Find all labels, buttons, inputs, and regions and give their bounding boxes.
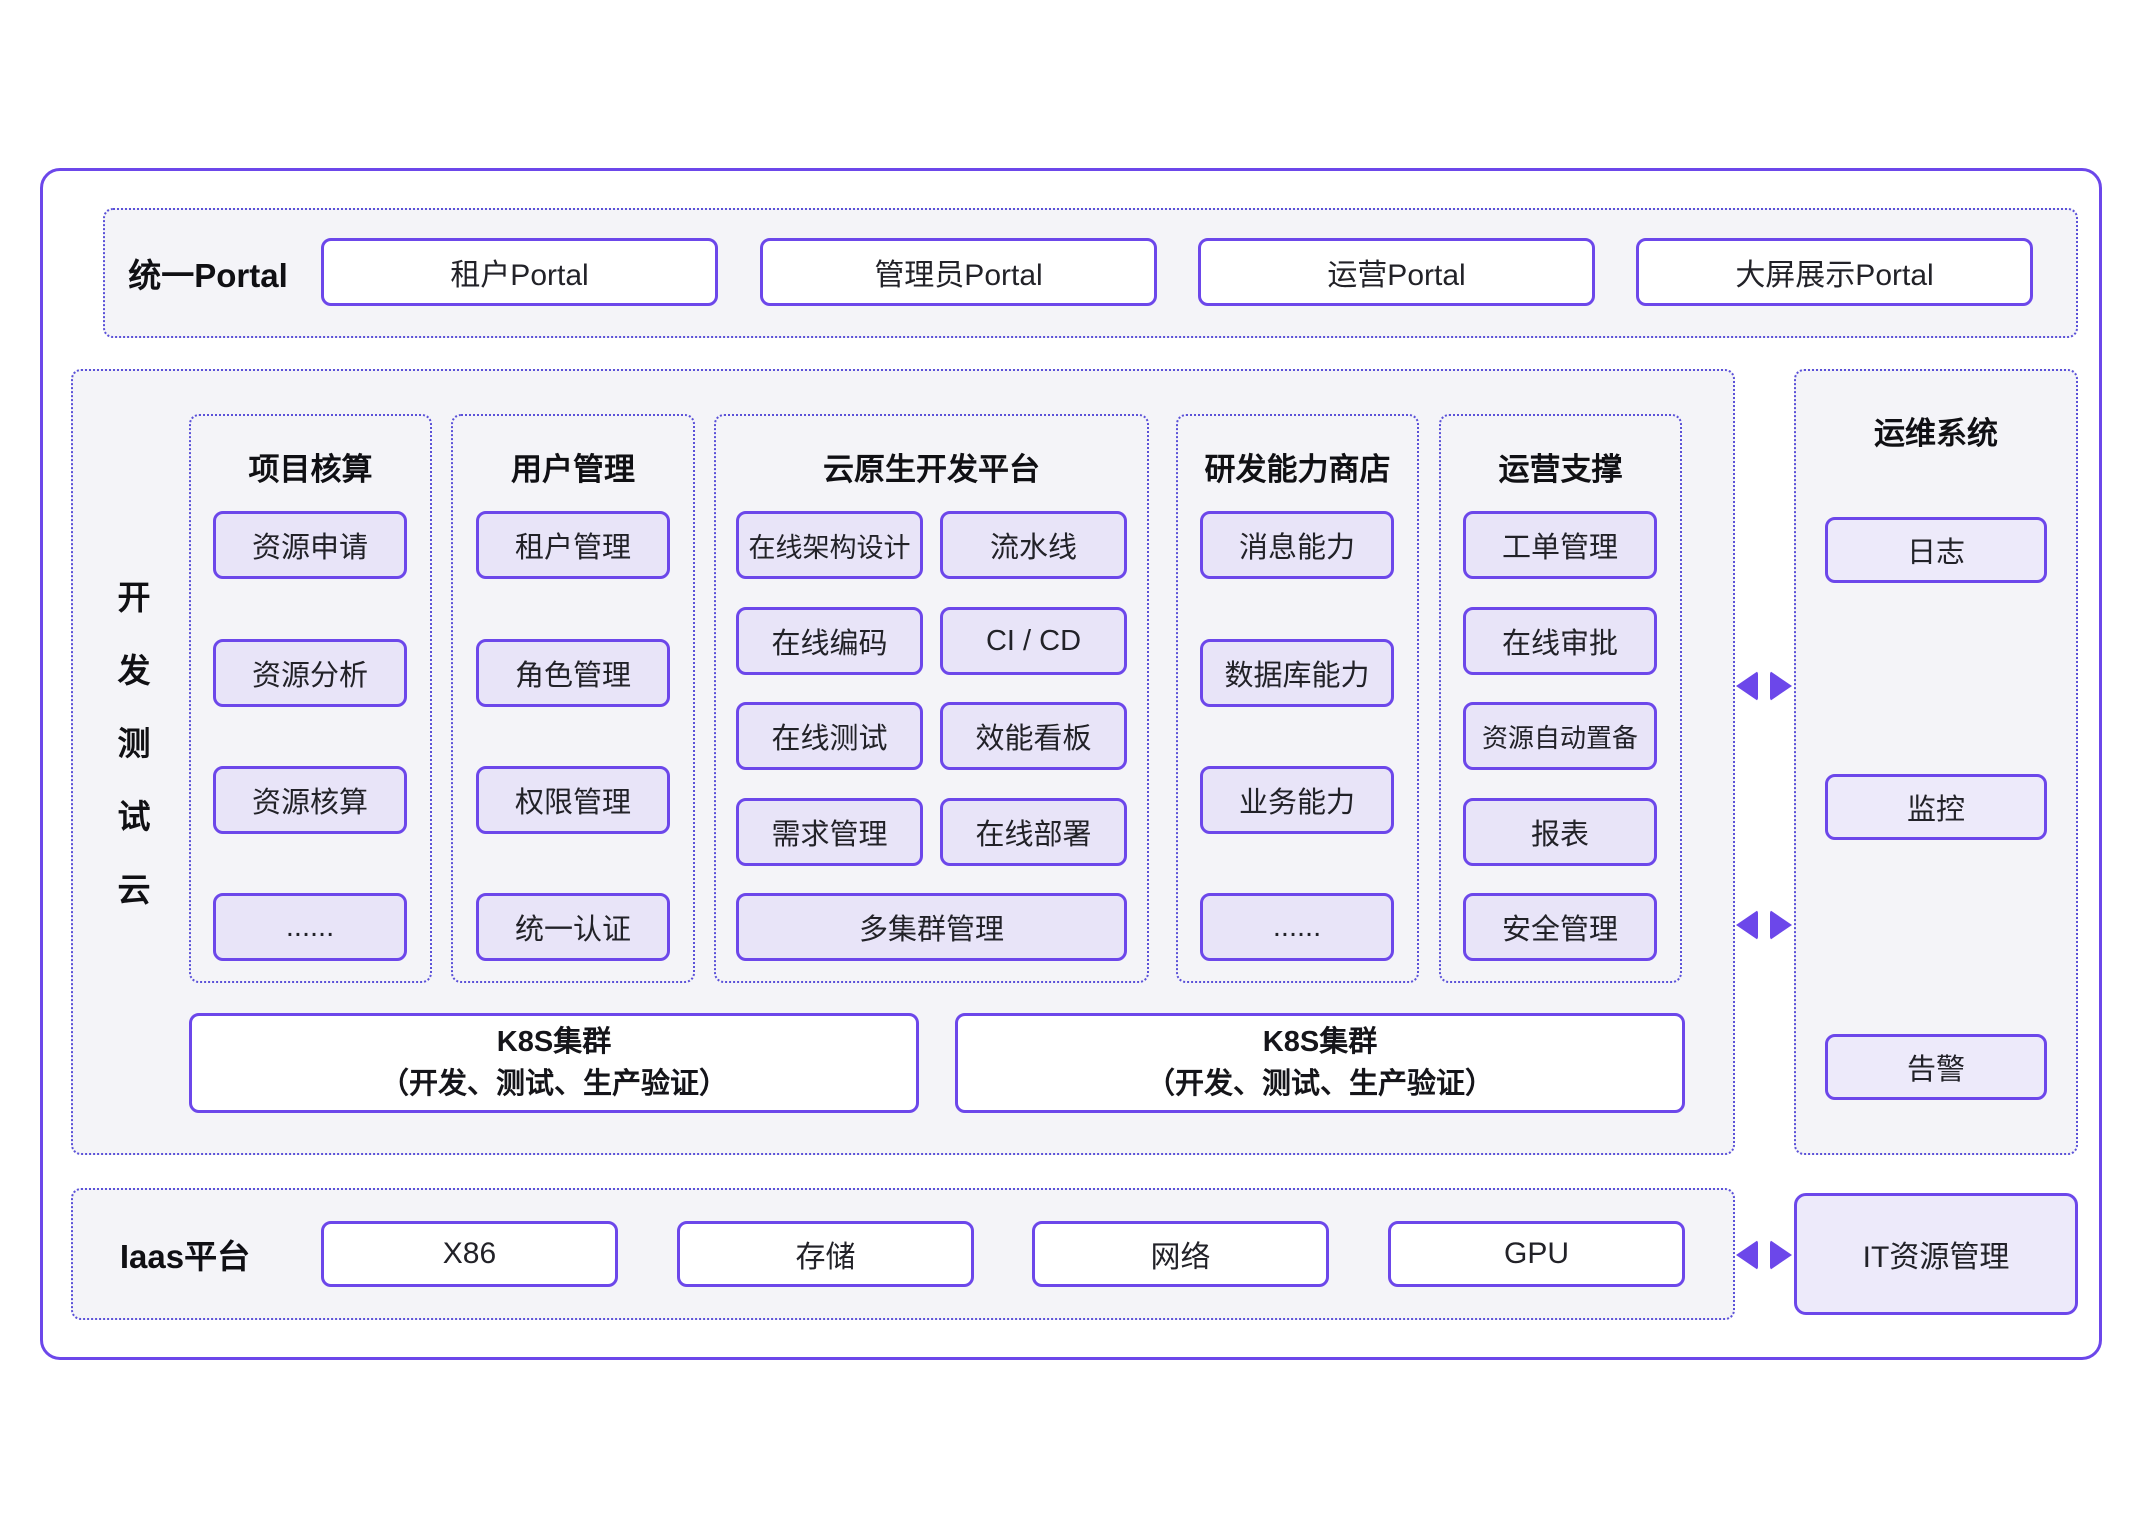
gpu-button[interactable]: GPU (1388, 1221, 1685, 1287)
network-button[interactable]: 网络 (1032, 1221, 1329, 1287)
tenant-portal-button[interactable]: 租户Portal (321, 238, 718, 306)
rd-store-more-chip[interactable]: ...... (1200, 893, 1394, 961)
efficiency-dashboard-chip[interactable]: 效能看板 (940, 702, 1127, 770)
resource-analysis-chip[interactable]: 资源分析 (213, 639, 407, 707)
arrow-right-icon (1770, 671, 1792, 701)
message-capability-chip[interactable]: 消息能力 (1200, 511, 1394, 579)
column-operation-support (1439, 414, 1682, 983)
online-approval-chip[interactable]: 在线审批 (1463, 607, 1657, 675)
storage-button[interactable]: 存储 (677, 1221, 974, 1287)
project-accounting-more-chip[interactable]: ...... (213, 893, 407, 961)
arrow-left-icon (1736, 910, 1758, 940)
column-project-accounting-title: 项目核算 (248, 452, 373, 487)
resource-accounting-chip[interactable]: 资源核算 (213, 766, 407, 834)
tenant-management-chip[interactable]: 租户管理 (476, 511, 670, 579)
report-chip[interactable]: 报表 (1463, 798, 1657, 866)
column-user-management-title: 用户管理 (511, 452, 635, 487)
database-capability-chip[interactable]: 数据库能力 (1200, 639, 1394, 707)
online-coding-chip[interactable]: 在线编码 (736, 607, 923, 675)
monitor-chip[interactable]: 监控 (1825, 774, 2047, 840)
column-operation-support-title: 运营支撑 (1498, 452, 1623, 487)
requirement-management-chip[interactable]: 需求管理 (736, 798, 923, 866)
resource-apply-chip[interactable]: 资源申请 (213, 511, 407, 579)
k8s-cluster-box-1: K8S集群 （开发、测试、生产验证） (189, 1013, 919, 1113)
pipeline-chip[interactable]: 流水线 (940, 511, 1127, 579)
x86-button[interactable]: X86 (321, 1221, 618, 1287)
column-rd-capability-store-title: 研发能力商店 (1204, 452, 1391, 487)
log-chip[interactable]: 日志 (1825, 517, 2047, 583)
arrow-left-icon (1736, 1240, 1758, 1270)
column-user-management (451, 414, 695, 983)
portal-section-label: 统一Portal (128, 257, 288, 294)
column-project-accounting (189, 414, 432, 983)
arrow-left-icon (1736, 671, 1758, 701)
dev-test-cloud-label: 开发测试云 (113, 579, 150, 945)
auto-provisioning-chip[interactable]: 资源自动置备 (1463, 702, 1657, 770)
arrow-right-icon (1770, 910, 1792, 940)
ci-cd-chip[interactable]: CI / CD (940, 607, 1127, 675)
online-architecture-chip[interactable]: 在线架构设计 (736, 511, 923, 579)
column-rd-capability-store (1176, 414, 1419, 983)
ops-system-section (1794, 369, 2078, 1155)
k8s-cluster-1-line2: （开发、测试、生产验证） (379, 1068, 728, 1100)
ops-system-title: 运维系统 (1874, 416, 1998, 451)
double-arrow-icon (1736, 910, 1792, 940)
permission-management-chip[interactable]: 权限管理 (476, 766, 670, 834)
arrow-right-icon (1770, 1240, 1792, 1270)
k8s-cluster-2-line2: （开发、测试、生产验证） (1145, 1068, 1494, 1100)
iaas-section-label: Iaas平台 (119, 1238, 251, 1275)
column-cloud-native-platform (714, 414, 1149, 983)
operation-portal-button[interactable]: 运营Portal (1198, 238, 1595, 306)
alert-chip[interactable]: 告警 (1825, 1034, 2047, 1100)
work-order-chip[interactable]: 工单管理 (1463, 511, 1657, 579)
double-arrow-icon (1736, 671, 1792, 701)
k8s-cluster-1-line1: K8S集群 (496, 1026, 612, 1058)
column-cloud-native-platform-title: 云原生开发平台 (823, 452, 1040, 487)
it-resource-management-box[interactable]: IT资源管理 (1794, 1193, 2078, 1315)
business-capability-chip[interactable]: 业务能力 (1200, 766, 1394, 834)
admin-portal-button[interactable]: 管理员Portal (760, 238, 1157, 306)
unified-auth-chip[interactable]: 统一认证 (476, 893, 670, 961)
role-management-chip[interactable]: 角色管理 (476, 639, 670, 707)
online-testing-chip[interactable]: 在线测试 (736, 702, 923, 770)
bigscreen-portal-button[interactable]: 大屏展示Portal (1636, 238, 2033, 306)
dev-test-cloud-label-wrap: 开发测试云 (96, 369, 166, 1155)
security-management-chip[interactable]: 安全管理 (1463, 893, 1657, 961)
online-deployment-chip[interactable]: 在线部署 (940, 798, 1127, 866)
double-arrow-icon (1736, 1240, 1792, 1270)
multi-cluster-management-chip[interactable]: 多集群管理 (736, 893, 1127, 961)
k8s-cluster-2-line1: K8S集群 (1262, 1026, 1378, 1058)
k8s-cluster-box-2: K8S集群 （开发、测试、生产验证） (955, 1013, 1685, 1113)
